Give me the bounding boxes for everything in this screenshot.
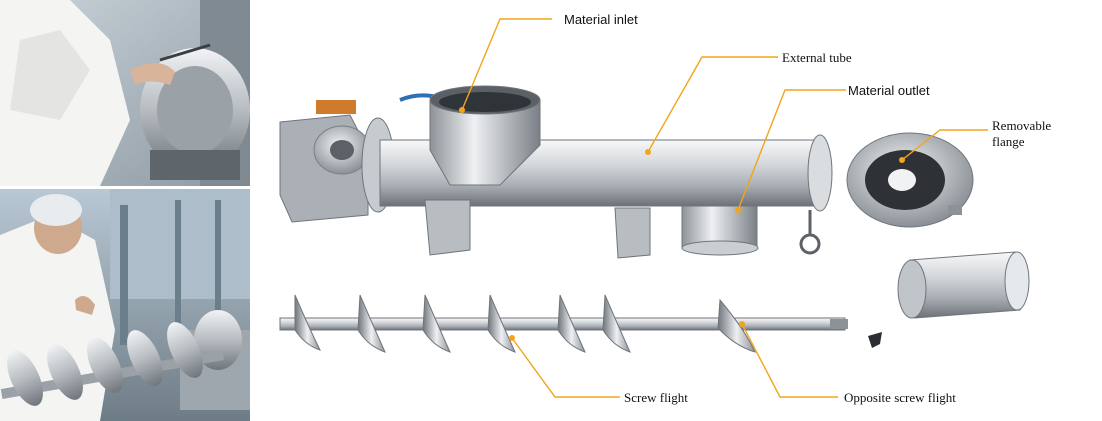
label-removable-flange-2: flange [992, 134, 1025, 149]
label-material-inlet: Material inlet [564, 12, 638, 27]
leader-lines [459, 18, 988, 398]
removable-sleeve-part [897, 251, 1030, 319]
leader-material-inlet [461, 18, 552, 111]
photo-column [0, 0, 250, 421]
exploded-diagram: Material inlet External tube Material ou… [250, 0, 1102, 421]
label-opposite-screw-flight: Opposite screw flight [844, 390, 956, 405]
label-external-tube: External tube [782, 50, 852, 65]
photo-operator-flange [0, 0, 250, 186]
removable-flange-part [846, 132, 974, 228]
label-removable-flange-1: Removable [992, 118, 1051, 133]
leader-screw-flight [511, 337, 620, 398]
screw-part [279, 294, 848, 353]
leader-external-tube [647, 56, 778, 153]
label-material-outlet: Material outlet [848, 83, 930, 98]
label-screw-flight: Screw flight [624, 390, 688, 405]
small-bolt-part [868, 332, 882, 348]
photo-screw-shaft [0, 322, 225, 406]
leader-opposite-screw-flight [741, 323, 838, 398]
leader-material-outlet [737, 89, 846, 211]
leader-removable-flange [901, 129, 988, 161]
screw-flights [294, 294, 756, 353]
conveyor-body [279, 85, 833, 259]
photo-operator-screw [0, 189, 250, 421]
